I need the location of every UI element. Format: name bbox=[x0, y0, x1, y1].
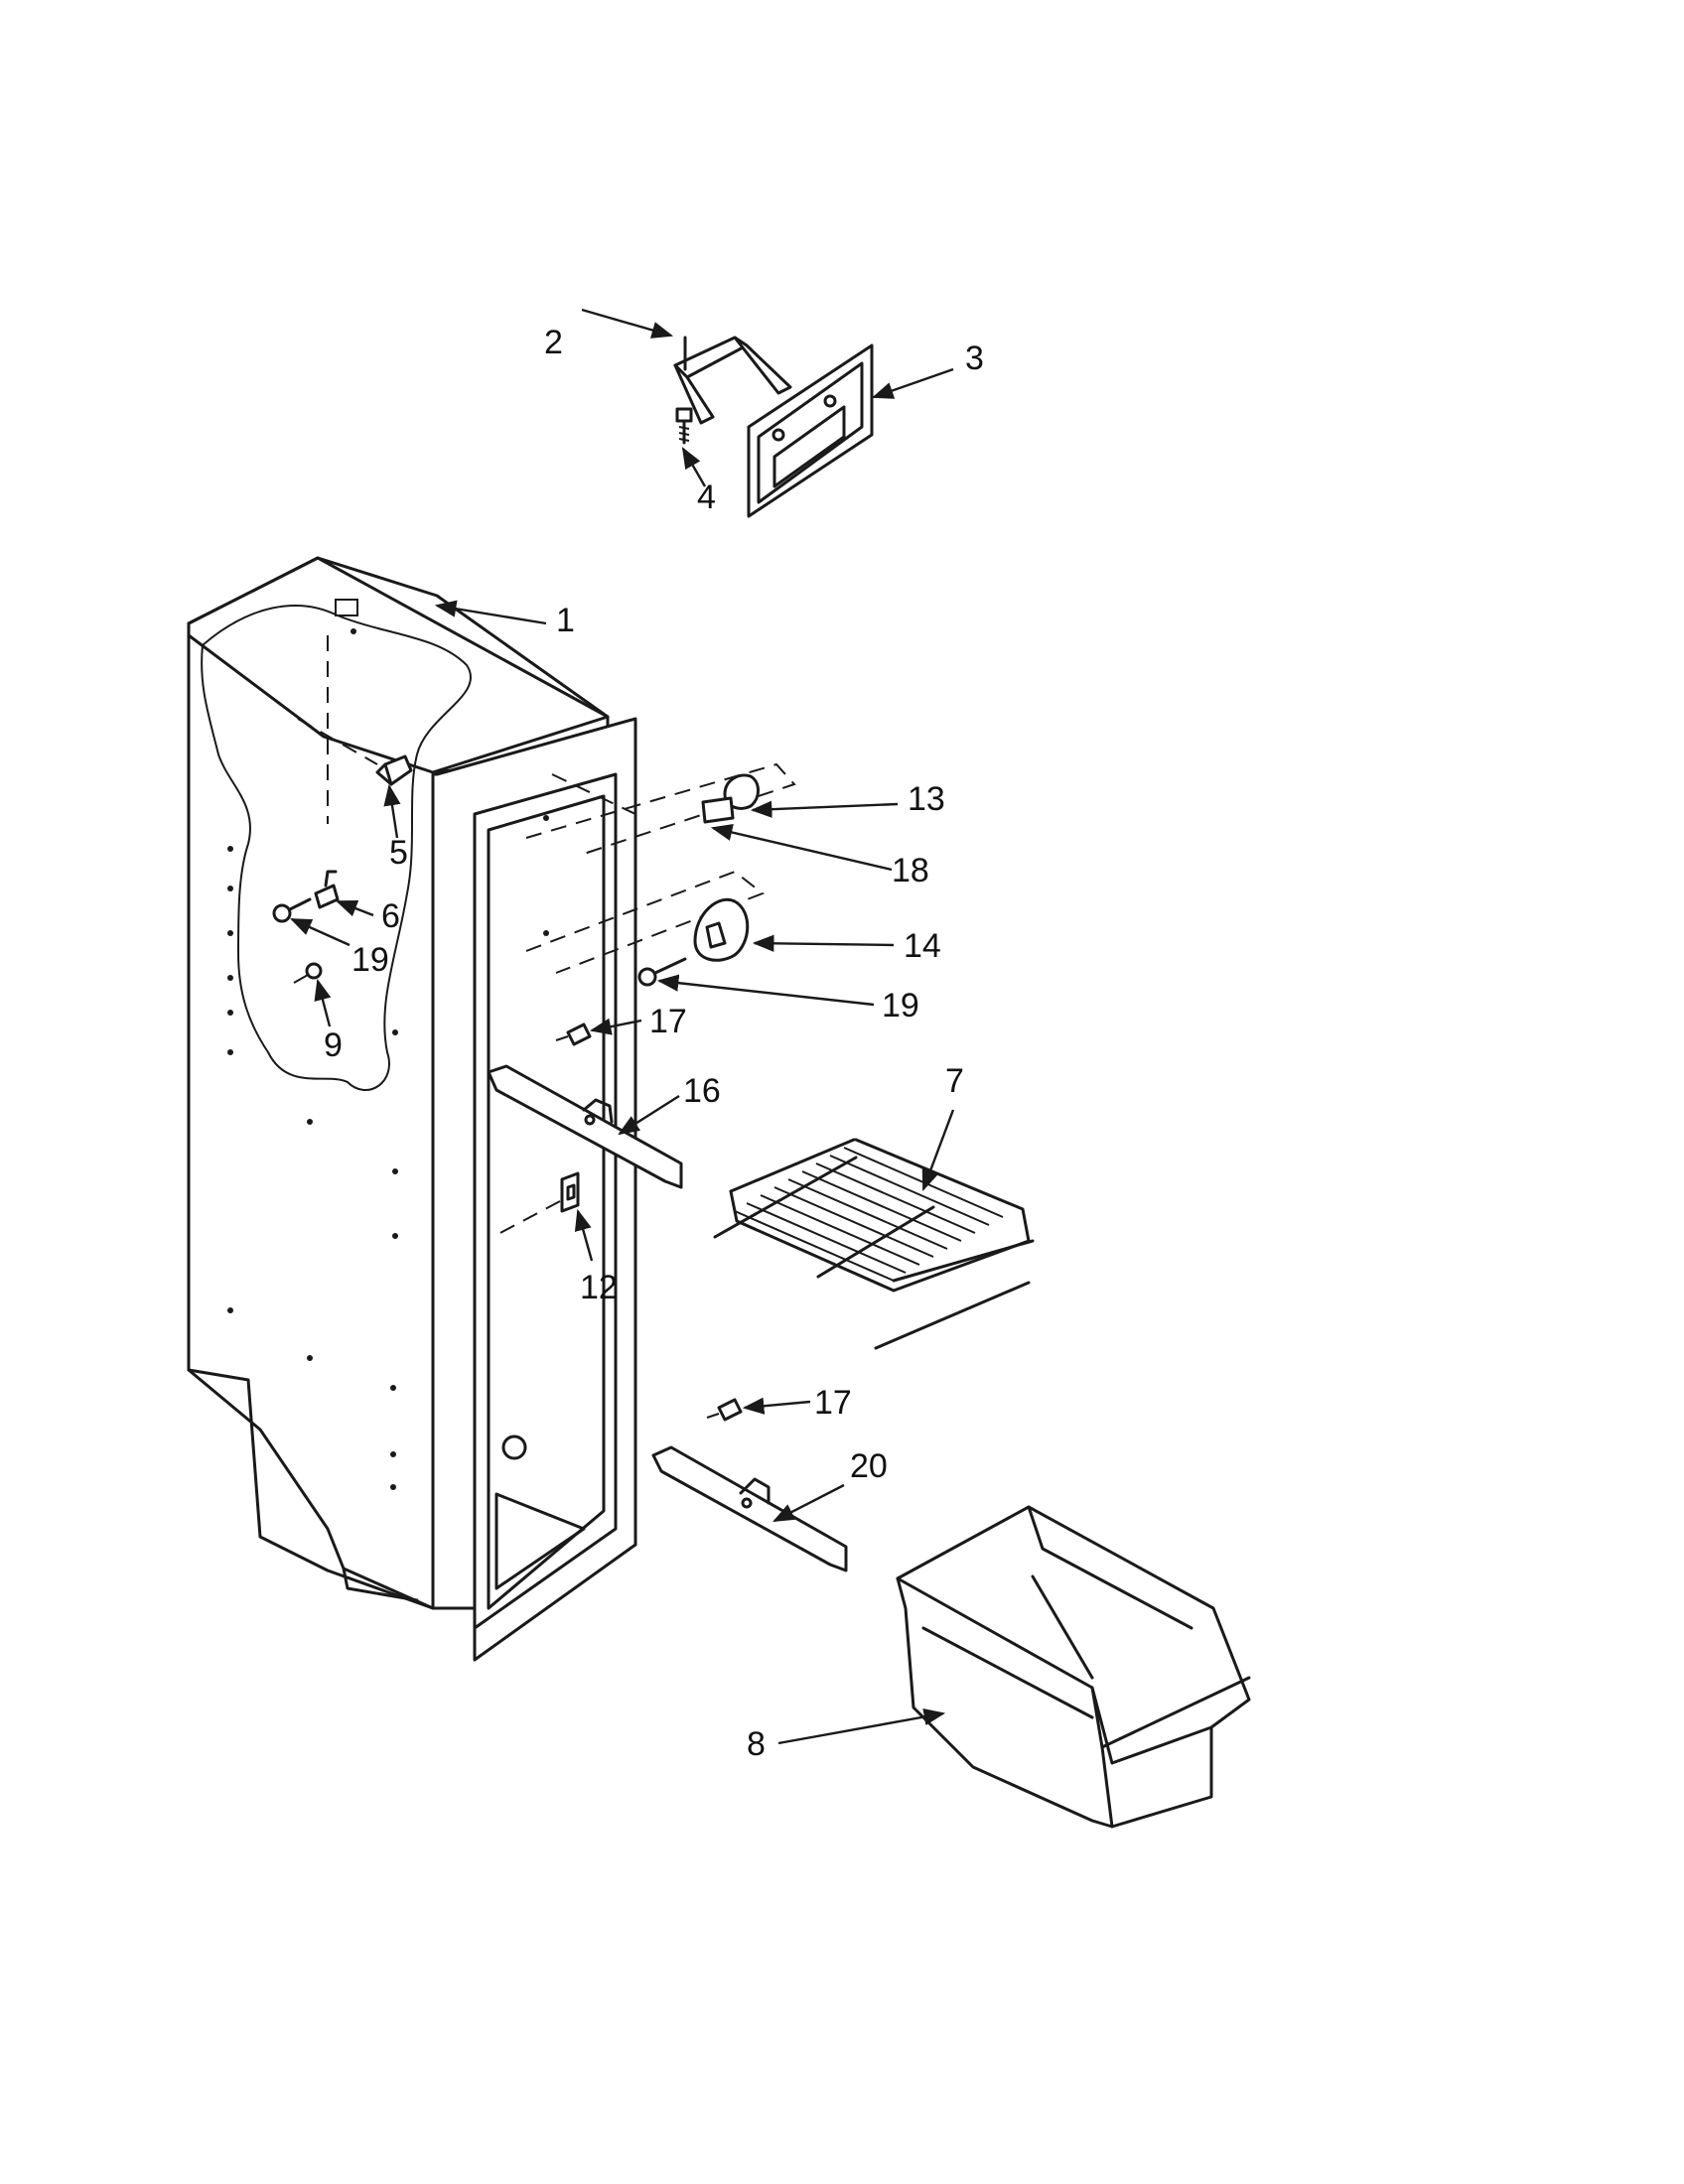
callout-1: 1 bbox=[556, 602, 575, 639]
callout-17-upper: 17 bbox=[649, 1003, 687, 1040]
callout-12: 12 bbox=[580, 1269, 618, 1306]
callout-19-left: 19 bbox=[351, 941, 389, 979]
callout-8: 8 bbox=[747, 1725, 766, 1763]
callout-6: 6 bbox=[381, 897, 400, 935]
callout-3: 3 bbox=[965, 340, 984, 377]
callout-14: 14 bbox=[904, 927, 941, 965]
callout-19-right: 19 bbox=[882, 987, 919, 1024]
plate-part-13 bbox=[525, 762, 796, 857]
screw-part-17-upper bbox=[555, 1023, 592, 1046]
wire-shelf-part-7 bbox=[713, 1138, 1035, 1350]
callout-labels: 2 3 4 1 13 18 5 6 14 19 19 9 17 16 7 12 … bbox=[324, 324, 984, 1763]
door-frame-part-3 bbox=[747, 343, 874, 518]
leader-lines bbox=[290, 308, 955, 1745]
rail-part-20 bbox=[651, 1445, 848, 1572]
callout-4: 4 bbox=[697, 478, 716, 516]
bracket-part-6 bbox=[314, 870, 340, 909]
callout-2: 2 bbox=[544, 324, 563, 361]
hinge-bracket bbox=[673, 336, 792, 425]
callout-9: 9 bbox=[324, 1026, 343, 1064]
screw-part-19-left bbox=[272, 897, 312, 923]
screw-part-17-lower bbox=[706, 1398, 743, 1422]
callout-18: 18 bbox=[892, 852, 929, 889]
freezer-liner bbox=[187, 556, 637, 1662]
clip-part-12 bbox=[495, 1171, 580, 1236]
callout-13: 13 bbox=[908, 780, 945, 818]
callout-16: 16 bbox=[683, 1072, 721, 1110]
screw-part-4 bbox=[675, 407, 693, 445]
callout-7: 7 bbox=[945, 1062, 964, 1100]
callout-20: 20 bbox=[850, 1447, 888, 1485]
screw-part-9 bbox=[293, 962, 323, 984]
bin-part-8 bbox=[896, 1505, 1251, 1829]
screw-part-19-right bbox=[637, 957, 687, 987]
housing-part-14 bbox=[525, 870, 766, 974]
rail-part-16 bbox=[487, 1064, 683, 1189]
clip-part-5 bbox=[375, 754, 413, 786]
callout-5: 5 bbox=[389, 834, 408, 872]
callout-17-lower: 17 bbox=[814, 1384, 852, 1422]
